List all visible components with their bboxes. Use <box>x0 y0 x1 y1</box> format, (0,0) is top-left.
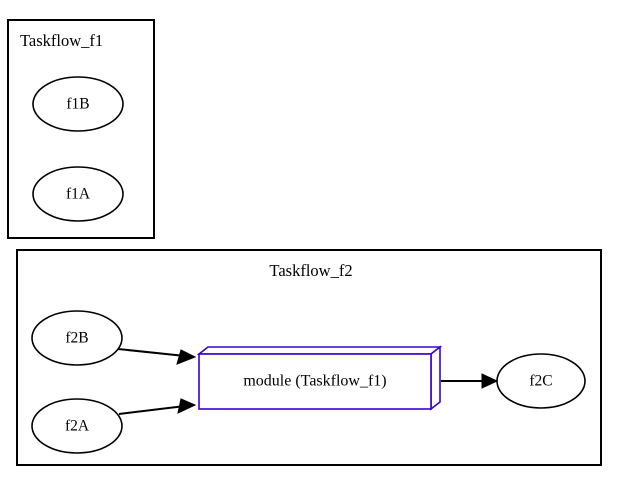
node-f1A[interactable]: f1A <box>32 166 124 222</box>
node-f2C[interactable]: f2C <box>496 353 586 409</box>
node-f1B[interactable]: f1B <box>32 76 124 132</box>
node-f1B-label: f1B <box>66 96 89 113</box>
cluster-taskflow-f1-label: Taskflow_f1 <box>20 31 103 50</box>
node-f2A[interactable]: f2A <box>31 398 123 454</box>
edge-module-to-f2C <box>441 373 499 389</box>
node-f2A-label: f2A <box>65 418 90 435</box>
edge-f2B-to-module <box>117 348 197 365</box>
node-module-taskflow-f1[interactable]: module (Taskflow_f1) <box>196 345 443 411</box>
node-f2B-shape <box>31 310 123 366</box>
cluster-taskflow-f1-border <box>7 19 155 239</box>
edge-module-to-f2C-arrowhead <box>481 373 499 389</box>
edge-f2A-to-module-arrowhead <box>177 398 197 414</box>
node-module-box3d-front-face <box>198 353 432 410</box>
cluster-taskflow-f2-label: Taskflow_f2 <box>269 261 352 280</box>
node-f1A-shape <box>32 166 124 222</box>
cluster-taskflow-f1[interactable]: Taskflow_f1 f1B f1A <box>7 19 155 239</box>
node-f2C-shape <box>496 353 586 409</box>
node-module-box3d-top-face <box>196 346 443 355</box>
node-f2C-label: f2C <box>529 373 552 390</box>
edge-f2B-to-module-line <box>117 348 186 357</box>
node-module-box3d-right-face <box>430 345 441 411</box>
cluster-taskflow-f2[interactable]: Taskflow_f2 modul <box>16 249 602 466</box>
node-f2B-label: f2B <box>65 330 88 347</box>
node-f2B[interactable]: f2B <box>31 310 123 366</box>
node-module-label: module (Taskflow_f1) <box>243 373 386 390</box>
node-f1B-shape <box>32 76 124 132</box>
edge-f2A-to-module-line <box>118 405 186 415</box>
node-f2A-shape <box>31 398 123 454</box>
node-f1A-label: f1A <box>66 186 91 203</box>
cluster-taskflow-f2-border <box>16 249 602 466</box>
edge-f2A-to-module <box>118 398 197 415</box>
edge-f2B-to-module-arrowhead <box>176 349 197 365</box>
